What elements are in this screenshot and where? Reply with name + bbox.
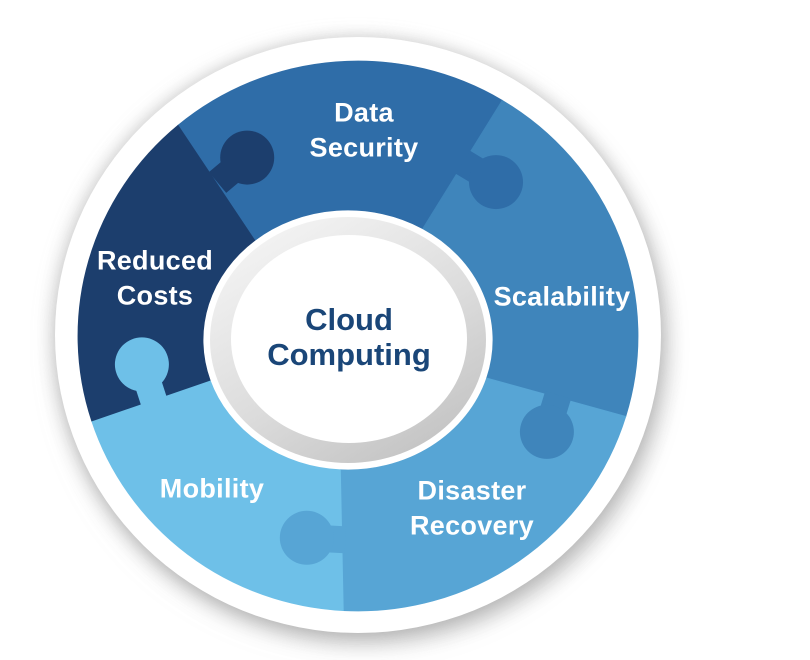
puzzle-tab-reduced-costs — [208, 130, 275, 193]
segment-label-scalability: Scalability — [493, 281, 631, 312]
segment-label-reduced-costs: Reduced Costs — [96, 245, 214, 310]
puzzle-tab-mobility — [114, 337, 169, 406]
center-white-disc — [231, 235, 467, 443]
segment-label-mobility: Mobility — [159, 473, 265, 504]
diagram-center-title: Cloud Computing — [267, 301, 431, 372]
segment-label-disaster-recovery: Disaster Recovery — [410, 475, 534, 540]
puzzle-tab-data-security — [455, 150, 523, 210]
puzzle-tab-scalability — [519, 390, 574, 459]
puzzle-tab-disaster-recovery — [279, 510, 347, 565]
segment-label-data-security: Data Security — [309, 97, 419, 162]
segment-data-security — [177, 60, 503, 241]
segment-mobility — [91, 379, 344, 612]
